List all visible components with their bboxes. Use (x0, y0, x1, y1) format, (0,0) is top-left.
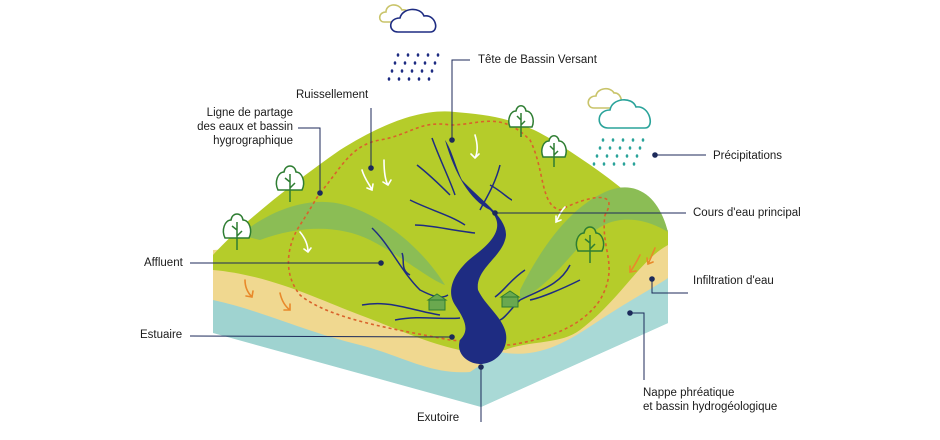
grass-band-left (240, 201, 445, 285)
raindrop (427, 77, 431, 81)
raindrop (625, 154, 629, 158)
raindrop (390, 69, 394, 73)
raindrop (407, 77, 411, 81)
raindrop (417, 77, 421, 81)
rain-icon-dark (387, 53, 440, 81)
label-line: Nappe phréatique (643, 387, 735, 399)
raindrop (397, 77, 401, 81)
label-line: des eaux et bassin (197, 121, 293, 133)
raindrop (433, 61, 437, 65)
raindrop (387, 77, 391, 81)
label-cours-eau: Cours d'eau principal (693, 207, 801, 219)
label-estuaire: Estuaire (140, 329, 183, 341)
label-ruissellement: Ruissellement (296, 89, 369, 101)
raindrop (426, 53, 430, 57)
label-nappe: Nappe phréatique et bassin hydrogéologiq… (643, 386, 777, 414)
raindrop (605, 154, 609, 158)
raindrop (618, 146, 622, 150)
raindrop (403, 61, 407, 65)
label-tete-bassin: Tête de Bassin Versant (478, 54, 597, 66)
house-icons (426, 290, 521, 311)
raindrop (612, 162, 616, 166)
raindrop (430, 69, 434, 73)
raindrop (410, 69, 414, 73)
raindrop (406, 53, 410, 57)
grass-band-right (520, 187, 668, 300)
main-river (445, 140, 507, 365)
raindrop (635, 154, 639, 158)
runoff-arrows (299, 134, 566, 254)
tree-icons (222, 105, 605, 263)
raindrop (413, 61, 417, 65)
tree-icon (508, 105, 534, 137)
raindrop (420, 69, 424, 73)
raindrop (632, 162, 636, 166)
raindrop (622, 162, 626, 166)
rain-icon-teal (592, 138, 645, 166)
label-exutoire: Exutoire (417, 412, 460, 424)
raindrop (641, 138, 645, 142)
raindrop (400, 69, 404, 73)
label-ligne-partage: Ligne de partage des eaux et bassin hygr… (160, 106, 293, 148)
raindrop (592, 162, 596, 166)
raindrop (598, 146, 602, 150)
raindrop (615, 154, 619, 158)
leader-dots (317, 137, 658, 370)
raindrop (423, 61, 427, 65)
raindrop (436, 53, 440, 57)
raindrop (416, 53, 420, 57)
label-precipitations: Précipitations (713, 150, 783, 162)
tree-icon (575, 226, 605, 263)
cloud-icon (378, 4, 437, 33)
label-affluent: Affluent (144, 257, 183, 269)
house-icon (426, 293, 448, 311)
infiltration-arrows (244, 247, 656, 311)
watershed-divide-line (287, 120, 610, 346)
raindrop (601, 138, 605, 142)
tree-icon (222, 213, 252, 250)
raindrop (628, 146, 632, 150)
raindrop (608, 146, 612, 150)
raindrop (396, 53, 400, 57)
leader-lines (189, 59, 706, 422)
tree-icon (275, 165, 305, 202)
house-icon (499, 290, 521, 308)
raindrop (602, 162, 606, 166)
tree-icon (541, 135, 567, 167)
raindrop (621, 138, 625, 142)
raindrop (595, 154, 599, 158)
label-line: hygrographique (213, 135, 293, 147)
raindrop (638, 146, 642, 150)
raindrop (631, 138, 635, 142)
cloud-icon (587, 87, 652, 129)
raindrop (393, 61, 397, 65)
label-infiltration: Infiltration d'eau (693, 275, 774, 287)
label-line: Ligne de partage (206, 107, 293, 119)
raindrop (611, 138, 615, 142)
label-line: et bassin hydrogéologique (643, 401, 778, 413)
